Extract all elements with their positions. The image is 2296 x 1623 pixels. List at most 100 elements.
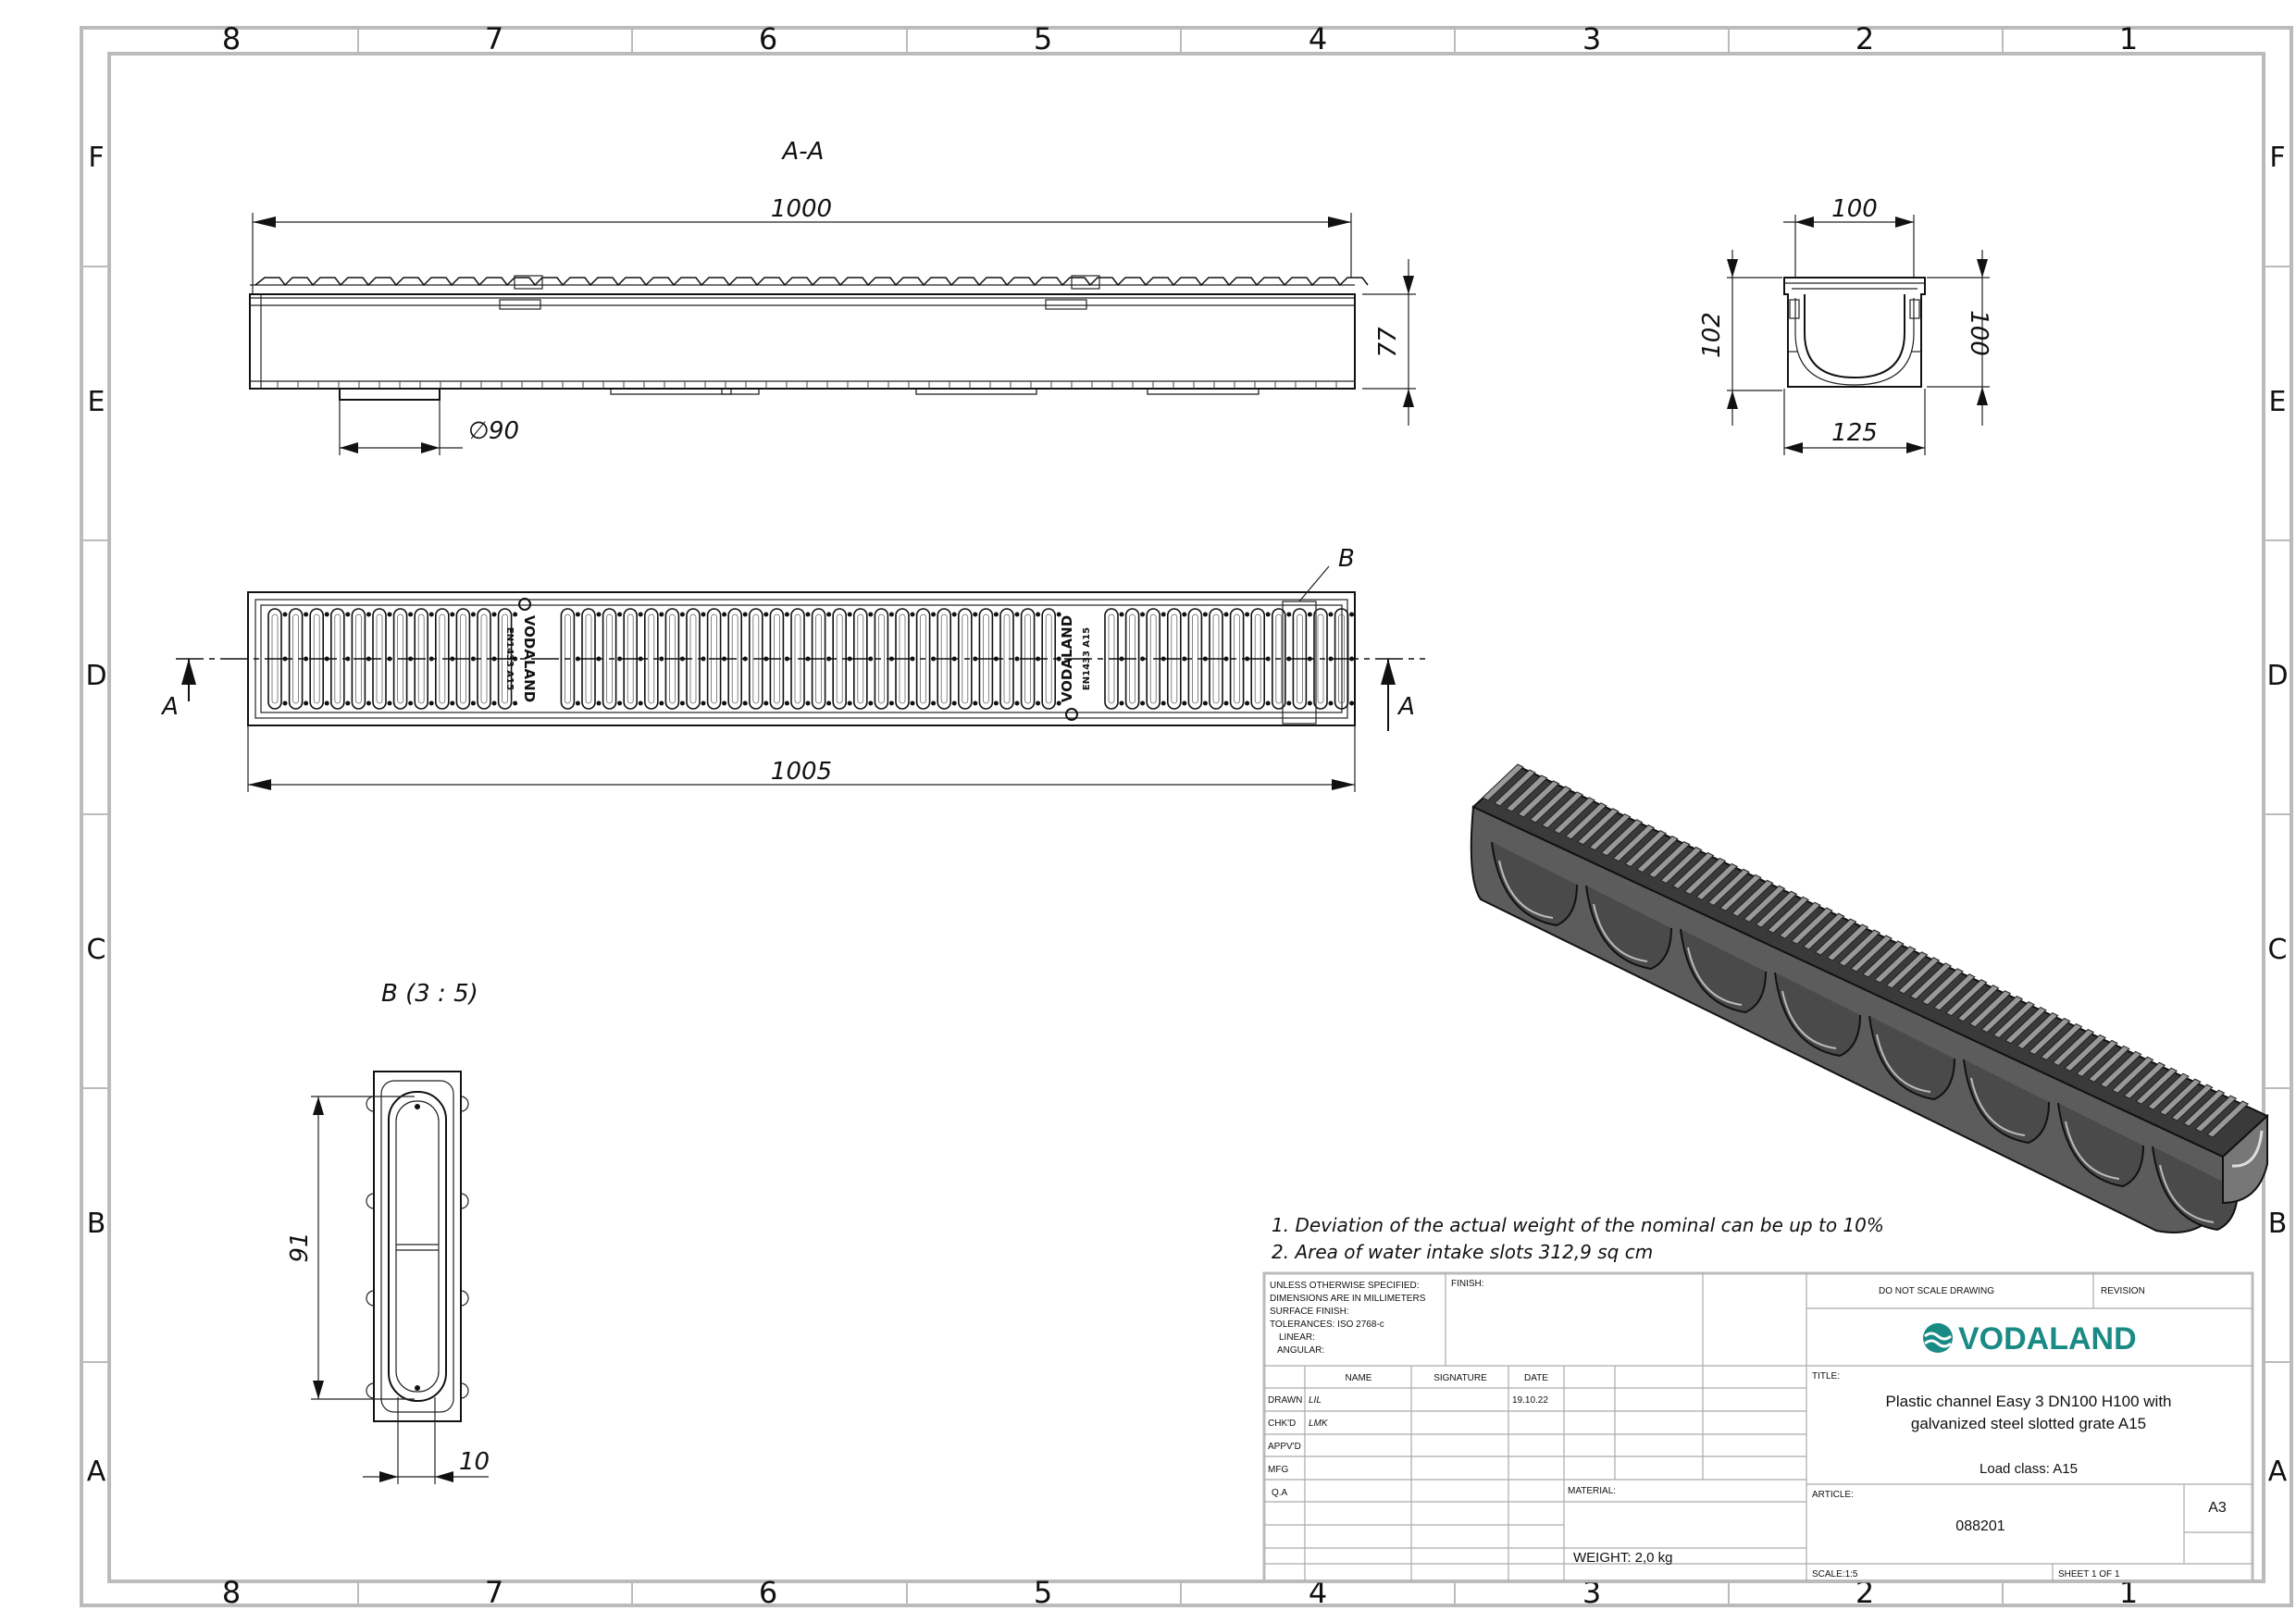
svg-text:DRAWN: DRAWN [1268,1395,1302,1406]
zone-row-label: D [85,660,106,692]
note-1: 1. Deviation of the actual weight of the… [1272,1214,1884,1236]
zone-col-label: 1 [2119,1575,2138,1610]
svg-text:MATERIAL:: MATERIAL: [1568,1486,1616,1496]
note-2: 2. Area of water intake slots 312,9 sq c… [1272,1241,1653,1263]
svg-text:CHK'D: CHK'D [1268,1419,1296,1429]
dim-length-plan-text: 1005 [771,758,832,786]
zone-ticks [81,28,2291,1605]
vodaland-logo: VODALAND [1923,1321,2137,1357]
outer-border [80,26,2293,1607]
isometric-view [1470,763,2269,1233]
zone-row-label: E [88,386,105,418]
dim-end-height-right-text: 100 [1965,310,1992,356]
svg-text:19.10.22: 19.10.22 [1512,1395,1548,1406]
dim-height-side: 77 [1362,259,1416,426]
svg-text:Plastic channel Easy 3 DN100 H: Plastic channel Easy 3 DN100 H100 with [1886,1393,2172,1410]
zone-col-label: 4 [1309,1575,1327,1610]
zone-row-label: A [87,1456,106,1488]
dim-outlet-diameter-text: 90 [489,417,519,445]
grate-plan-view: VODALAND EN1433 A15 VODALAND EN1433 A15 … [160,545,1425,792]
zone-row-label: C [87,934,106,966]
clip-right [1045,299,1087,310]
svg-text:ARTICLE:: ARTICLE: [1812,1490,1854,1500]
dim-height-side-text: 77 [1374,327,1402,358]
zone-col-label: 8 [222,21,241,56]
dim-length-top: 1000 [252,195,1352,294]
zone-row-label: F [88,142,104,174]
detail-marker: B [1338,545,1355,573]
svg-text:TOLERANCES: ISO 2768-c: TOLERANCES: ISO 2768-c [1270,1319,1384,1330]
detail-view-b: 91 10 [286,1071,490,1484]
zone-row-label: B [2268,1208,2288,1240]
svg-text:FINISH:: FINISH: [1451,1279,1484,1289]
svg-text:WEIGHT: 2,0 kg: WEIGHT: 2,0 kg [1573,1550,1673,1566]
zone-row-label: C [2268,934,2288,966]
svg-text:SCALE:1:5: SCALE:1:5 [1812,1569,1858,1580]
zone-row-label: F [2269,142,2285,174]
svg-text:galvanized steel slotted grate: galvanized steel slotted grate A15 [1911,1415,2146,1432]
channel-end-view: 100 102 100 125 [1698,195,1992,455]
zone-col-label: 5 [1034,21,1052,56]
svg-text:MFG: MFG [1268,1465,1288,1475]
svg-text:Q.A: Q.A [1272,1488,1288,1498]
zone-col-label: 5 [1034,1575,1052,1610]
zone-col-label: 7 [485,1575,503,1610]
dim-detail-slot-length-text: 91 [286,1232,314,1262]
zone-col-label: 2 [1855,1575,1874,1610]
dim-outlet-diameter-symbol: ∅ [468,417,490,445]
zone-col-label: 4 [1309,21,1327,56]
svg-text:088201: 088201 [1955,1518,2004,1534]
clip-left [499,299,541,310]
svg-text:REVISION: REVISION [2101,1286,2145,1296]
channel-lobes [1491,841,2239,1232]
dim-end-width-top-text: 100 [1831,195,1878,223]
dim-outlet-diameter: ∅ 90 [339,400,519,455]
svg-text:SURFACE FINISH:: SURFACE FINISH: [1270,1307,1349,1317]
zone-col-label: 6 [759,21,777,56]
zone-row-label: A [2268,1456,2288,1488]
svg-text:A3: A3 [2208,1500,2227,1516]
svg-text:LMK: LMK [1309,1419,1329,1429]
svg-text:VODALAND: VODALAND [1958,1321,2137,1357]
dim-length-top-text: 1000 [771,195,832,223]
grate-slots [267,608,1355,710]
section-view-label: A-A [781,138,825,166]
svg-text:DO NOT SCALE DRAWING: DO NOT SCALE DRAWING [1879,1286,1994,1296]
grate-logo-left: VODALAND EN1433 A15 [504,598,538,702]
channel-side-view [249,275,1369,401]
zone-col-label: 1 [2119,21,2138,56]
bottom-ribs [277,381,1337,395]
svg-text:NAME: NAME [1346,1373,1372,1383]
grate-side-profile [254,277,1369,287]
grate-bars-3d [1482,763,2250,1138]
zone-row-label: E [2269,386,2287,418]
zone-row-label: D [2266,660,2288,692]
dim-detail-slot-width-text: 10 [459,1448,490,1476]
svg-text:ANGULAR:: ANGULAR: [1277,1345,1324,1356]
svg-text:APPV'D: APPV'D [1268,1442,1301,1452]
detail-view-label: B (3 : 5) [381,980,478,1008]
inner-frame [107,52,2265,1583]
svg-text:Load class: A15: Load class: A15 [1980,1461,2078,1477]
zone-col-label: 3 [1582,1575,1601,1610]
zone-col-label: 8 [222,1575,241,1610]
zone-col-label: 7 [485,21,503,56]
svg-text:LINEAR:: LINEAR: [1279,1332,1315,1343]
outlet-stub [339,388,441,401]
svg-text:UNLESS OTHERWISE SPECIFIED:: UNLESS OTHERWISE SPECIFIED: [1270,1281,1420,1291]
svg-text:TITLE:: TITLE: [1812,1371,1840,1381]
zone-col-label: 2 [1855,21,1874,56]
svg-text:DATE: DATE [1524,1373,1548,1383]
svg-text:VODALAND: VODALAND [521,615,538,702]
svg-text:LIL: LIL [1309,1395,1322,1406]
title-block: UNLESS OTHERWISE SPECIFIED: DIMENSIONS A… [1262,1271,2254,1583]
svg-text:DIMENSIONS ARE IN MILLIMETERS: DIMENSIONS ARE IN MILLIMETERS [1270,1294,1426,1304]
svg-text:SIGNATURE: SIGNATURE [1433,1373,1487,1383]
zone-col-label: 3 [1582,21,1601,56]
dim-end-height-left-text: 102 [1698,312,1726,358]
cut-letter-left: A [160,693,179,721]
grate-logo-right: VODALAND EN1433 A15 [1059,615,1092,721]
dim-end-width-bottom-text: 125 [1831,419,1878,447]
